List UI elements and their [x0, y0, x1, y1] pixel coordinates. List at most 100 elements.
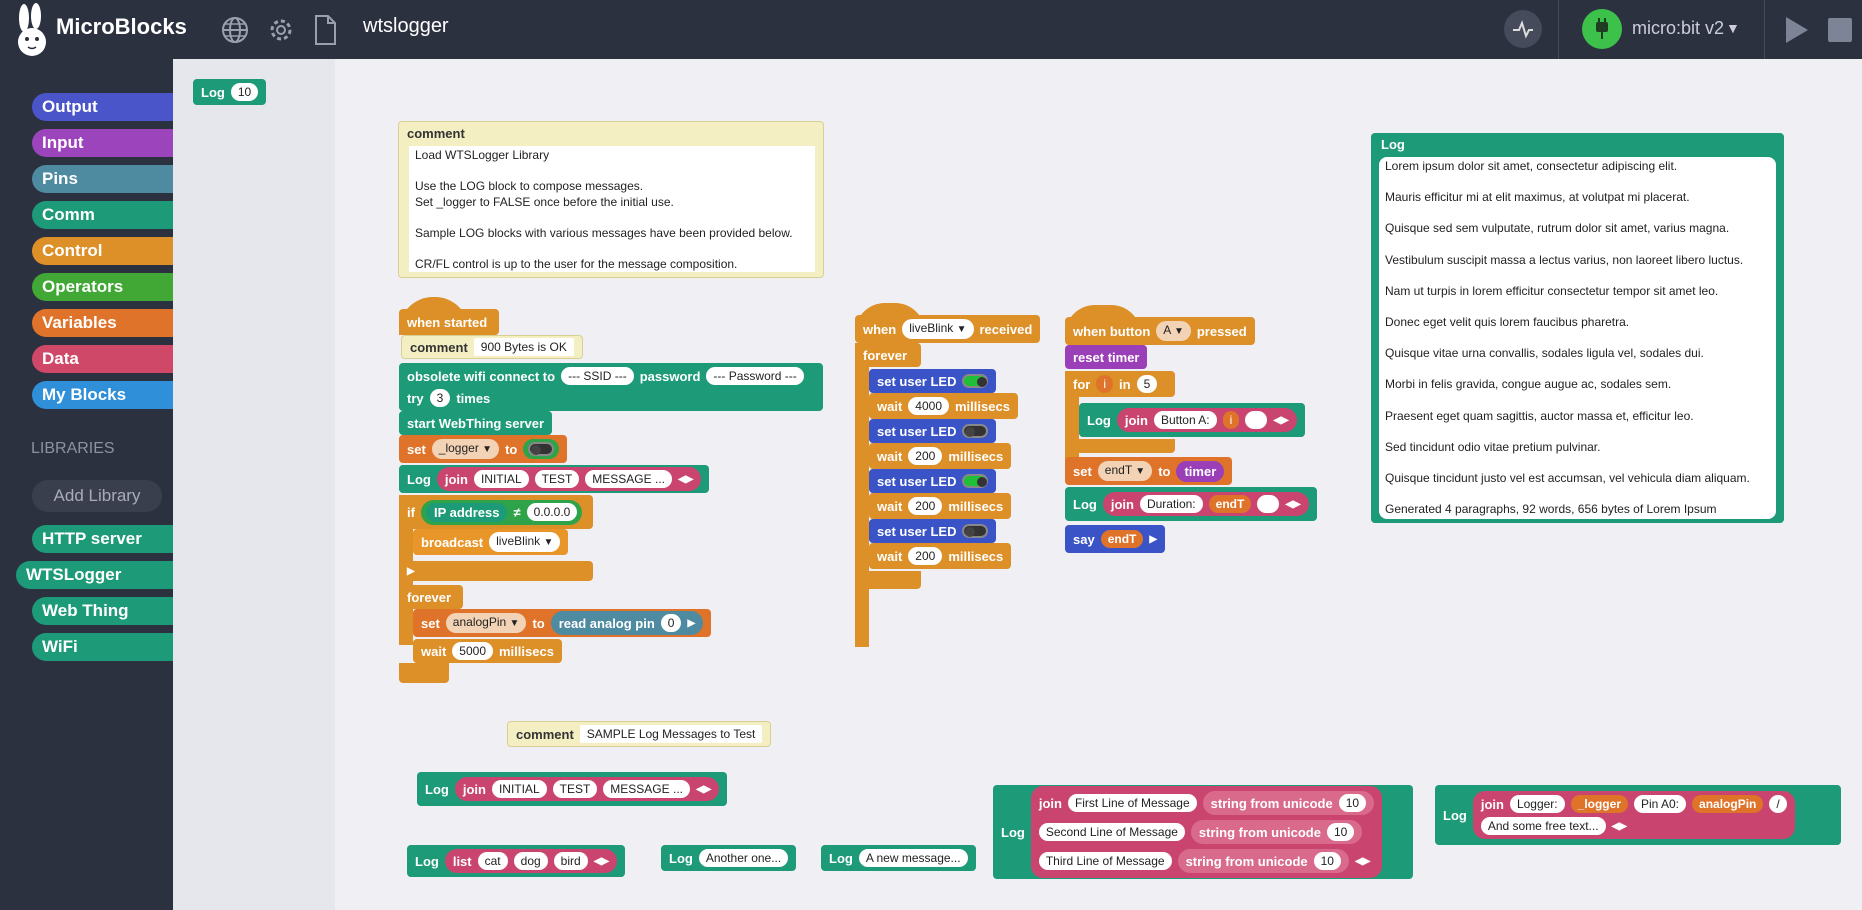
category-pins[interactable]: Pins	[32, 165, 173, 193]
category-data[interactable]: Data	[32, 345, 173, 373]
join-item[interactable]: INITIAL	[473, 470, 529, 488]
category-comm[interactable]: Comm	[32, 201, 173, 229]
comment-block-sample[interactable]: comment SAMPLE Log Messages to Test	[507, 721, 772, 747]
sample-log-list-block[interactable]: Log list cat dog bird ◀▶	[407, 845, 626, 877]
set-led-block[interactable]: set user LED	[869, 469, 997, 493]
wait-input[interactable]: 200	[908, 447, 943, 465]
wait-input[interactable]: 200	[908, 547, 943, 565]
file-icon[interactable]	[312, 14, 338, 46]
for-block[interactable]: for i in 5	[1065, 371, 1175, 397]
category-input[interactable]: Input	[32, 129, 173, 157]
broadcast-block[interactable]: broadcast liveBlink ▼	[413, 529, 569, 555]
category-operators[interactable]: Operators	[32, 273, 173, 301]
sample-log-text-block[interactable]: Log Another one...	[661, 845, 797, 871]
wait-input[interactable]: 200	[908, 497, 943, 515]
comment-value[interactable]: SAMPLE Log Messages to Test	[579, 725, 763, 743]
message-dropdown[interactable]: liveBlink ▼	[902, 319, 974, 339]
category-control[interactable]: Control	[32, 237, 173, 265]
unicode-input[interactable]: 10	[1313, 852, 1341, 870]
expand-arrows-icon[interactable]: ◀▶	[677, 473, 694, 485]
play-icon[interactable]	[1782, 15, 1810, 45]
list-item[interactable]: cat	[477, 852, 508, 870]
set-led-block[interactable]: set user LED	[869, 519, 997, 543]
variable-dropdown[interactable]: analogPin ▼	[445, 613, 527, 633]
expand-arrows-icon[interactable]: ◀▶	[1354, 855, 1371, 867]
for-input[interactable]: 5	[1136, 375, 1158, 393]
log-input[interactable]: A new message...	[858, 849, 968, 867]
expand-arrows-icon[interactable]: ◀▶	[1285, 498, 1301, 510]
set-led-block[interactable]: set user LED	[869, 419, 997, 443]
toggle-switch[interactable]	[962, 524, 989, 538]
timer-reporter[interactable]: timer	[1176, 460, 1225, 482]
button-dropdown[interactable]: A ▼	[1156, 321, 1191, 341]
loop-variable[interactable]: i	[1096, 375, 1114, 393]
unicode-input[interactable]: 10	[1338, 794, 1367, 812]
wifi-connect-block[interactable]: obsolete wifi connect to --- SSID --- pa…	[399, 363, 823, 411]
log-join-block[interactable]: Log join INITIAL TEST MESSAGE ... ◀▶	[399, 465, 710, 493]
scripting-area[interactable]: comment Load WTSLogger Library Use the L…	[335, 59, 1862, 910]
category-my-blocks[interactable]: My Blocks	[32, 381, 173, 409]
toggle-switch[interactable]	[528, 442, 555, 456]
expand-arrow-icon[interactable]: ▶	[1149, 533, 1158, 545]
toggle-switch[interactable]	[962, 424, 989, 438]
log-input[interactable]: Another one...	[698, 849, 789, 867]
comment-block-top[interactable]: comment Load WTSLogger Library Use the L…	[398, 121, 824, 278]
wait-input[interactable]: 4000	[908, 397, 949, 415]
if-block[interactable]: if IP address ≠ 0.0.0.0	[399, 495, 593, 529]
library-web-thing[interactable]: Web Thing	[32, 597, 173, 625]
globe-icon[interactable]	[220, 15, 250, 45]
sample-log-text-block[interactable]: Log A new message...	[821, 845, 976, 871]
log-output[interactable]: Lorem ipsum dolor sit amet, consectetur …	[1379, 157, 1776, 519]
when-received-block[interactable]: when liveBlink ▼ received	[855, 315, 1041, 343]
join-item[interactable]: First Line of Message	[1067, 794, 1197, 812]
when-started-block[interactable]: when started	[399, 309, 499, 335]
log-join-block[interactable]: Log join Button A: i ◀▶	[1079, 403, 1305, 437]
broadcast-dropdown[interactable]: liveBlink ▼	[489, 532, 561, 552]
expand-arrow-icon[interactable]: ▶	[687, 617, 696, 629]
gear-icon[interactable]	[266, 15, 296, 45]
expand-arrows-icon[interactable]: ◀▶	[1611, 820, 1627, 832]
start-webthing-block[interactable]: start WebThing server	[399, 411, 553, 435]
add-library-button[interactable]: Add Library	[32, 480, 162, 512]
when-button-block[interactable]: when button A ▼ pressed	[1065, 317, 1255, 345]
variable-dropdown[interactable]: endT ▼	[1097, 461, 1153, 481]
reset-timer-block[interactable]: reset timer	[1065, 345, 1148, 369]
join-item[interactable]: Pin A0:	[1633, 795, 1687, 813]
join-variable[interactable]: _logger	[1570, 795, 1628, 813]
library-http-server[interactable]: HTTP server	[32, 525, 173, 553]
sample-log-multiline-block[interactable]: Log join First Line of Message string fr…	[993, 785, 1413, 879]
comment-block-bytes[interactable]: comment 900 Bytes is OK	[401, 335, 583, 359]
variable-dropdown[interactable]: _logger ▼	[431, 439, 500, 459]
list-item[interactable]: dog	[513, 852, 548, 870]
comment-value[interactable]: 900 Bytes is OK	[473, 338, 574, 356]
say-block[interactable]: say endT ▶	[1065, 525, 1166, 553]
join-item[interactable]: TEST	[534, 470, 580, 488]
library-wifi[interactable]: WiFi	[32, 633, 173, 661]
library-wtslogger[interactable]: WTSLogger	[16, 561, 173, 589]
board-status-button[interactable]	[1582, 9, 1622, 49]
list-item[interactable]: bird	[553, 852, 588, 870]
expand-arrow-icon[interactable]: ▶	[407, 565, 415, 577]
ip-input[interactable]: 0.0.0.0	[526, 503, 578, 521]
set-endT-block[interactable]: set endT ▼ to timer	[1065, 457, 1233, 485]
ip-address-reporter[interactable]: IP address	[425, 502, 508, 522]
ssid-input[interactable]: --- SSID ---	[561, 367, 634, 385]
graph-button[interactable]	[1504, 10, 1542, 48]
comment-text[interactable]: Load WTSLogger Library Use the LOG block…	[409, 146, 815, 272]
wait-block[interactable]: wait 5000 millisecs	[413, 639, 562, 663]
project-name[interactable]: wtslogger	[363, 15, 449, 37]
forever-block[interactable]: forever	[399, 585, 463, 609]
chevron-down-icon[interactable]: ▼	[1726, 20, 1740, 36]
log-value[interactable]: 10	[230, 83, 259, 101]
sample-log-join-block[interactable]: Log join INITIAL TEST MESSAGE ... ◀▶	[417, 772, 728, 806]
join-item[interactable]: And some free text...	[1480, 817, 1606, 835]
set-logger-block[interactable]: set _logger ▼ to	[399, 435, 568, 463]
join-item[interactable]: /	[1769, 795, 1787, 813]
expand-arrows-icon[interactable]: ◀▶	[695, 783, 712, 795]
toggle-switch[interactable]	[962, 374, 989, 388]
join-item[interactable]: TEST	[552, 780, 598, 798]
